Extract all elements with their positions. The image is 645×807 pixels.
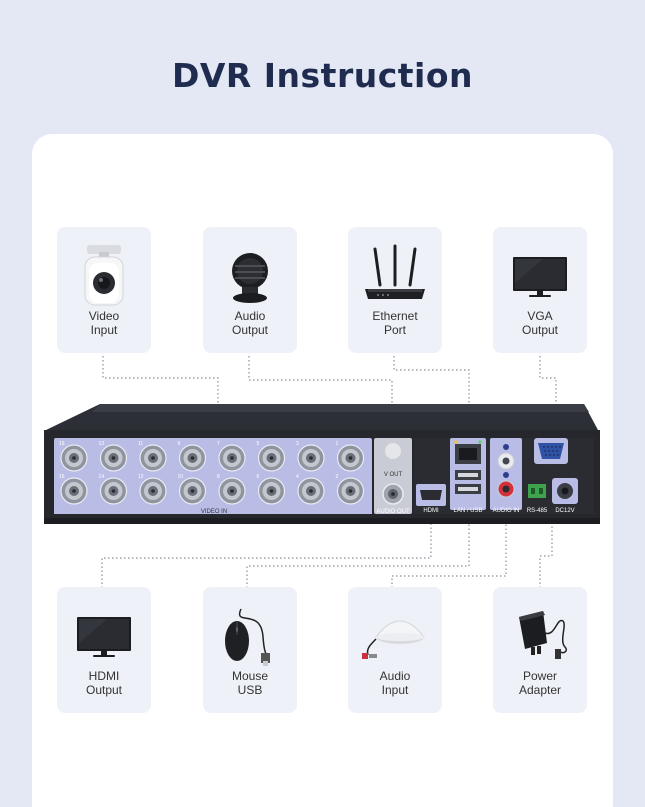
line-mouse-usb [246,510,470,588]
card-video-input: Video Input [57,227,151,353]
mouse-icon [225,608,270,666]
speaker-icon [232,253,268,303]
power-adapter-icon [519,611,568,659]
channel-number: 5 [257,441,260,447]
vga-port [538,443,564,459]
card-power-adapter: Power Adapter [493,587,587,713]
label-dc12v: DC12V [555,508,574,514]
card-hdmi-output: HDMI Output [57,587,151,713]
channel-number: 16 [59,474,65,480]
monitor-icon [513,257,567,297]
line-audio-input [391,498,507,588]
page-title: DVR Instruction [171,56,474,95]
monitor-icon [77,617,131,657]
label-hdmi: HDMI [423,508,439,514]
card-vga-output: VGA Output [493,227,587,353]
bnc-connector [257,444,286,472]
card-label: Video Input [88,309,120,337]
camera-icon [84,245,124,306]
card-label: Ethernet Port [372,309,418,337]
label-lan-usb: LAN / USB [453,508,482,514]
bnc-connector [178,444,207,472]
channel-number: 1 [336,441,339,447]
bnc-connector [218,444,246,472]
channel-number: 13 [99,441,105,447]
channel-number: 14 [99,474,105,480]
video-in-panel [54,438,372,510]
bnc-connector [60,444,88,472]
rs485-terminal [528,484,546,498]
bnc-connector [257,477,286,505]
video-input-row-bottom [60,477,365,505]
card-mouse-usb: Mouse USB [203,587,297,713]
channel-number: 15 [59,441,65,447]
channel-number: 12 [138,474,144,480]
label-video-in: VIDEO IN [201,509,227,515]
hdmi-port [420,490,442,500]
channel-number: 8 [217,474,220,480]
router-icon [365,244,425,299]
channel-number: 2 [336,474,339,480]
card-label: Mouse USB [231,669,269,697]
channel-number: 3 [296,441,299,447]
bnc-connector [297,444,325,472]
channel-number: 6 [257,474,260,480]
bnc-connector [218,477,246,505]
line-audio-output [248,356,393,482]
bnc-connector [336,477,365,505]
bnc-connector [297,477,325,505]
card-ethernet-port: Ethernet Port [348,227,442,353]
card-audio-input: Audio Input [348,587,442,713]
channel-number: 9 [178,441,181,447]
card-label: HDMI Output [85,669,123,697]
channel-number: 7 [217,441,220,447]
bnc-connector [336,444,365,472]
card-label: Audio Output [231,309,269,337]
bnc-connector [99,477,128,505]
card-label: Power Adapter [518,669,562,697]
card-label: VGA Output [521,309,559,337]
label-v-out: V OUT [384,472,403,478]
video-input-row-top [60,444,365,472]
bnc-connector [178,477,207,505]
microphone-icon [362,620,426,659]
label-vga: VGA [545,465,558,471]
bnc-connector [139,477,167,505]
card-label: Audio Input [379,669,411,697]
channel-number: 10 [178,474,184,480]
label-audio-in: AUDIO IN [493,508,520,514]
channel-number: 11 [138,441,143,447]
channel-number: 4 [296,474,299,480]
bnc-connector [139,444,167,472]
bnc-connector [99,444,128,472]
label-audio-out: AUDIO OUT [376,509,410,515]
card-audio-output: Audio Output [203,227,297,353]
label-rs485: RS-485 [527,508,548,514]
line-power-adapter [539,500,553,588]
bnc-connector [60,477,88,505]
